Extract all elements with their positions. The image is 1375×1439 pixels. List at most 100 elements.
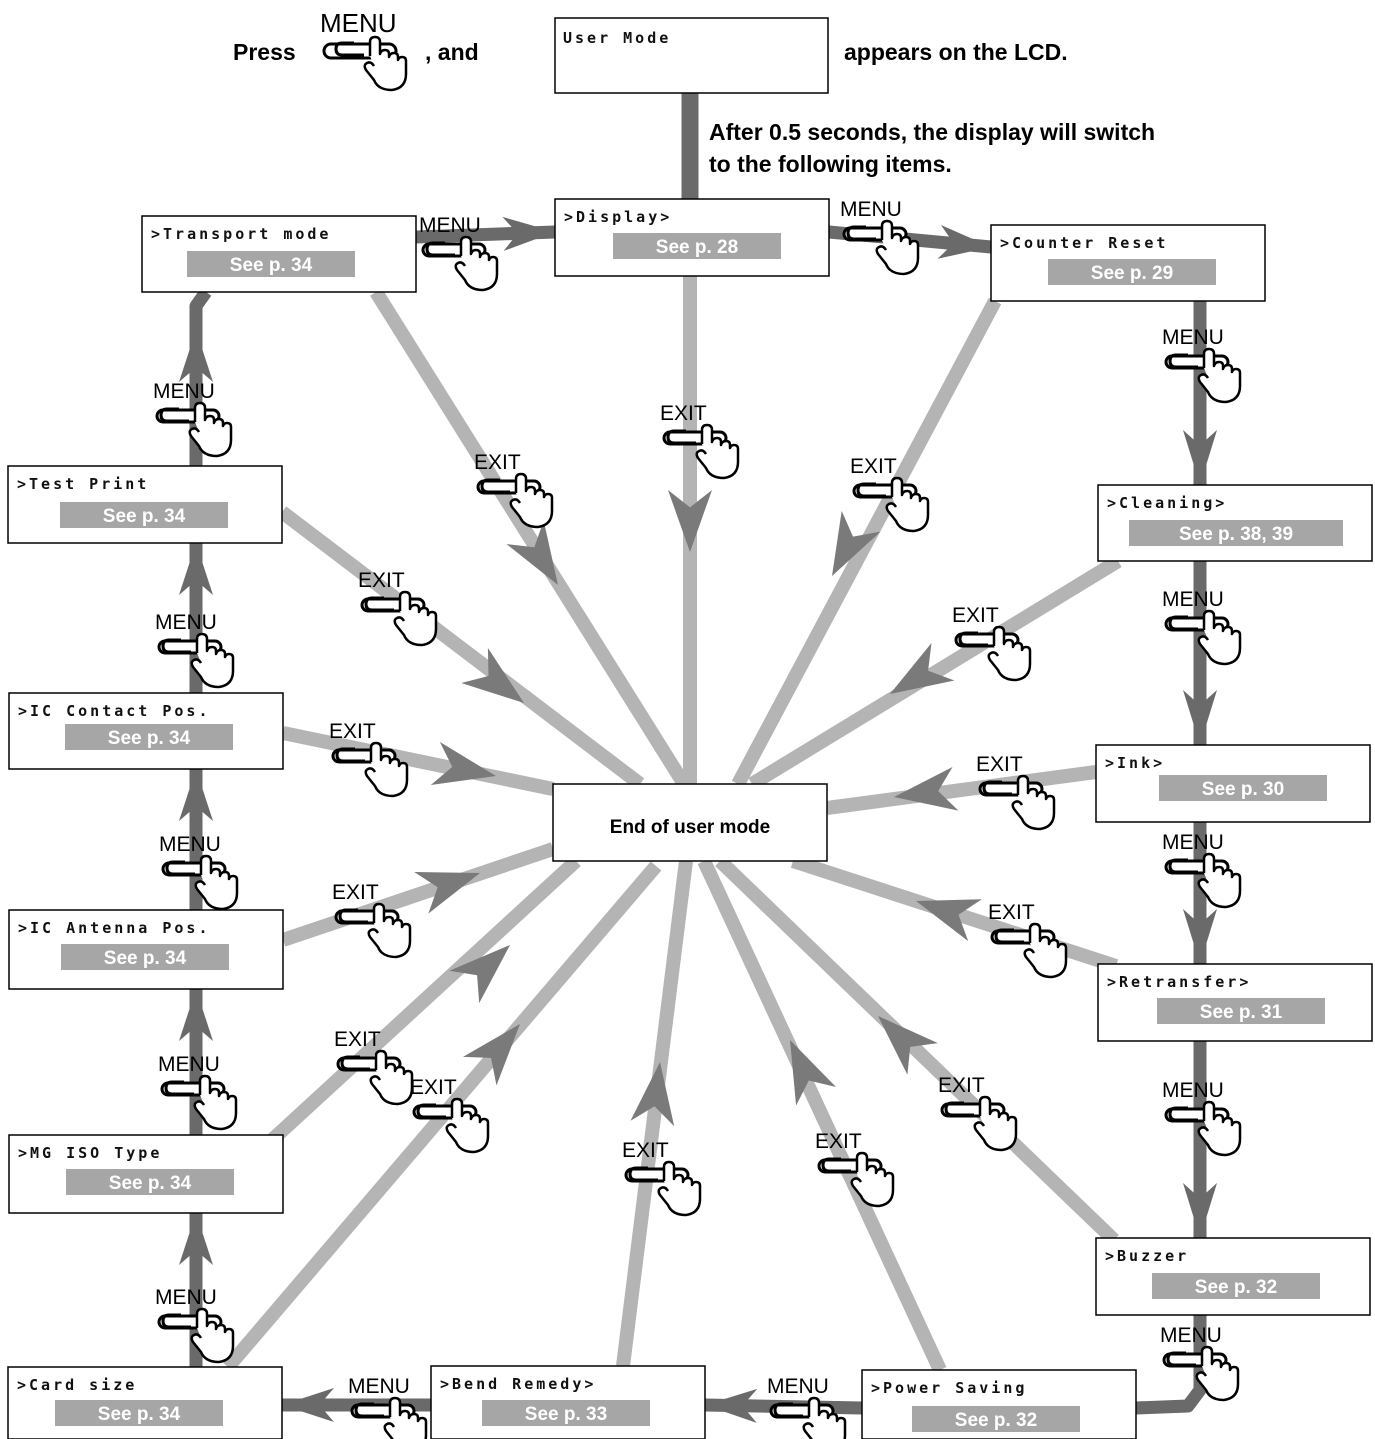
see-page-ic-contact-pos: See p. 34 xyxy=(108,728,191,749)
see-page-band-buzzer xyxy=(1152,1273,1320,1299)
intro-press-text: Press xyxy=(233,39,296,65)
see-page-band-card-size xyxy=(55,1400,223,1426)
menu-button-antenna-to-contact-label: MENU xyxy=(159,833,221,856)
exit-button-retransfer-label: EXIT xyxy=(988,901,1035,924)
see-page-ink: See p. 30 xyxy=(1202,779,1284,800)
end-of-user-mode-text: End of user mode xyxy=(610,817,770,838)
exit-button-bend-remedy-label: EXIT xyxy=(622,1139,669,1162)
exit-connector-ink xyxy=(826,765,1097,815)
arrowhead-to-retransfer xyxy=(1183,909,1217,964)
exit-button-ic-contact-pos-label: EXIT xyxy=(329,720,376,743)
exit-button-bend-remedy: EXIT xyxy=(622,1139,702,1217)
exit-button-display-label: EXIT xyxy=(660,402,707,425)
see-page-band-ic-antenna-pos xyxy=(61,944,229,970)
exit-connector-ic-contact-pos xyxy=(281,726,555,796)
see-page-mg-iso-type: See p. 34 xyxy=(109,1173,192,1194)
menu-button-contact-to-testprint-label: MENU xyxy=(155,611,217,634)
arrowhead-to-testprint xyxy=(179,543,213,595)
item-box-ink: >Ink> See p. 30 xyxy=(1095,744,1371,823)
exit-button-ic-antenna-pos: EXIT xyxy=(332,881,412,959)
see-page-band-ic-contact-pos xyxy=(65,724,233,750)
menu-button-powersaving-to-bendremedy: MENU xyxy=(767,1375,847,1439)
see-page-display: See p. 28 xyxy=(656,237,738,258)
menu-button-testprint-to-transport: MENU xyxy=(153,380,233,458)
item-title-display: >Display> xyxy=(564,208,672,226)
menu-button-display-to-counter-label: MENU xyxy=(840,198,902,221)
item-title-card-size: >Card size xyxy=(17,1376,137,1394)
exit-arrowhead-card-size xyxy=(463,1024,520,1086)
exit-arrowhead-test-print xyxy=(461,648,524,703)
menu-button-retransfer-to-buzzer: MENU xyxy=(1162,1079,1242,1157)
menu-button-mgiso-to-antenna: MENU xyxy=(158,1053,238,1131)
see-page-band-power-saving xyxy=(912,1406,1080,1432)
button-icons: MENU MENU MENU MENU MENU MENU MENU MENU MENU MENU… xyxy=(153,198,1242,1439)
exit-button-mg-iso-type: EXIT xyxy=(334,1028,414,1106)
item-title-retransfer: >Retransfer> xyxy=(1107,973,1251,991)
see-page-band-transport-mode xyxy=(187,251,355,277)
arrowhead-to-contact xyxy=(179,769,213,821)
item-title-ic-antenna-pos: >IC Antenna Pos. xyxy=(18,919,211,937)
menu-button-mgiso-to-antenna-label: MENU xyxy=(158,1053,220,1076)
see-page-transport-mode: See p. 34 xyxy=(230,255,313,276)
see-page-ic-antenna-pos: See p. 34 xyxy=(104,948,187,969)
exit-button-buzzer-label: EXIT xyxy=(938,1074,985,1097)
menu-button-powersaving-to-bendremedy-label: MENU xyxy=(767,1375,829,1398)
menu-button-transport-to-display: MENU xyxy=(419,214,499,292)
arrowhead-to-transport xyxy=(179,330,213,382)
exit-arrowhead-display xyxy=(668,490,712,552)
exit-connector-mg-iso-type xyxy=(267,855,581,1146)
exit-button-retransfer: EXIT xyxy=(988,901,1068,979)
item-box-display: >Display> See p. 28 xyxy=(554,198,830,277)
see-page-retransfer: See p. 31 xyxy=(1200,1002,1283,1023)
menu-button-antenna-to-contact: MENU xyxy=(159,833,239,911)
exit-button-ink: EXIT xyxy=(976,753,1056,831)
menu-button-bendremedy-to-cardsize: MENU xyxy=(348,1375,428,1439)
arrowhead-to-display xyxy=(502,216,555,251)
arrowhead-to-cleaning xyxy=(1183,430,1217,485)
exit-arrowhead-cleaning xyxy=(890,643,955,694)
exit-connector-transport-mode xyxy=(370,288,690,788)
see-page-buzzer: See p. 32 xyxy=(1195,1277,1277,1298)
menu-button-counter-to-cleaning-label: MENU xyxy=(1162,326,1224,349)
menu-button-bendremedy-to-cardsize-label: MENU xyxy=(348,1375,410,1398)
exit-arrowhead-retransfer xyxy=(916,899,982,942)
see-page-test-print: See p. 34 xyxy=(103,506,186,527)
see-page-bend-remedy: See p. 33 xyxy=(525,1404,607,1425)
exit-button-power-saving-label: EXIT xyxy=(815,1130,862,1153)
item-title-test-print: >Test Print xyxy=(17,475,149,493)
exit-connector-bend-remedy xyxy=(616,860,693,1367)
exit-connector-cleaning xyxy=(748,555,1122,790)
exit-arrowhead-power-saving xyxy=(790,1040,836,1106)
exit-button-transport-mode: EXIT xyxy=(474,451,554,529)
menu-button-cardsize-to-mgiso-label: MENU xyxy=(155,1286,217,1309)
intro-appears-text: appears on the LCD. xyxy=(844,39,1068,65)
exit-button-display: EXIT xyxy=(660,402,740,480)
see-page-band-retransfer xyxy=(1157,998,1325,1024)
see-page-band-counter-reset xyxy=(1048,259,1216,285)
exit-button-cleaning: EXIT xyxy=(952,604,1032,682)
exit-button-mg-iso-type-label: EXIT xyxy=(334,1028,381,1051)
exit-connector-test-print xyxy=(277,506,645,790)
see-page-band-display xyxy=(613,233,781,259)
exit-arrowhead-transport-mode xyxy=(506,520,558,585)
item-title-ink: >Ink> xyxy=(1105,754,1165,772)
exit-arrowhead-buzzer xyxy=(878,1016,938,1075)
arrowheads xyxy=(179,216,1217,1423)
item-box-ic-contact-pos: >IC Contact Pos.See p. 34 xyxy=(8,692,284,770)
menu-button-buzzer-to-powersaving: MENU xyxy=(1160,1324,1240,1402)
see-page-band-mg-iso-type xyxy=(66,1169,234,1195)
item-box-cleaning: >Cleaning>See p. 38, 39 xyxy=(1097,484,1373,562)
item-title-transport-mode: >Transport mode xyxy=(151,225,331,243)
arrowhead-to-mgiso xyxy=(179,1213,213,1265)
see-page-card-size: See p. 34 xyxy=(98,1404,181,1425)
exit-button-test-print: EXIT xyxy=(358,569,438,647)
menu-button-retransfer-to-buzzer-label: MENU xyxy=(1162,1079,1224,1102)
